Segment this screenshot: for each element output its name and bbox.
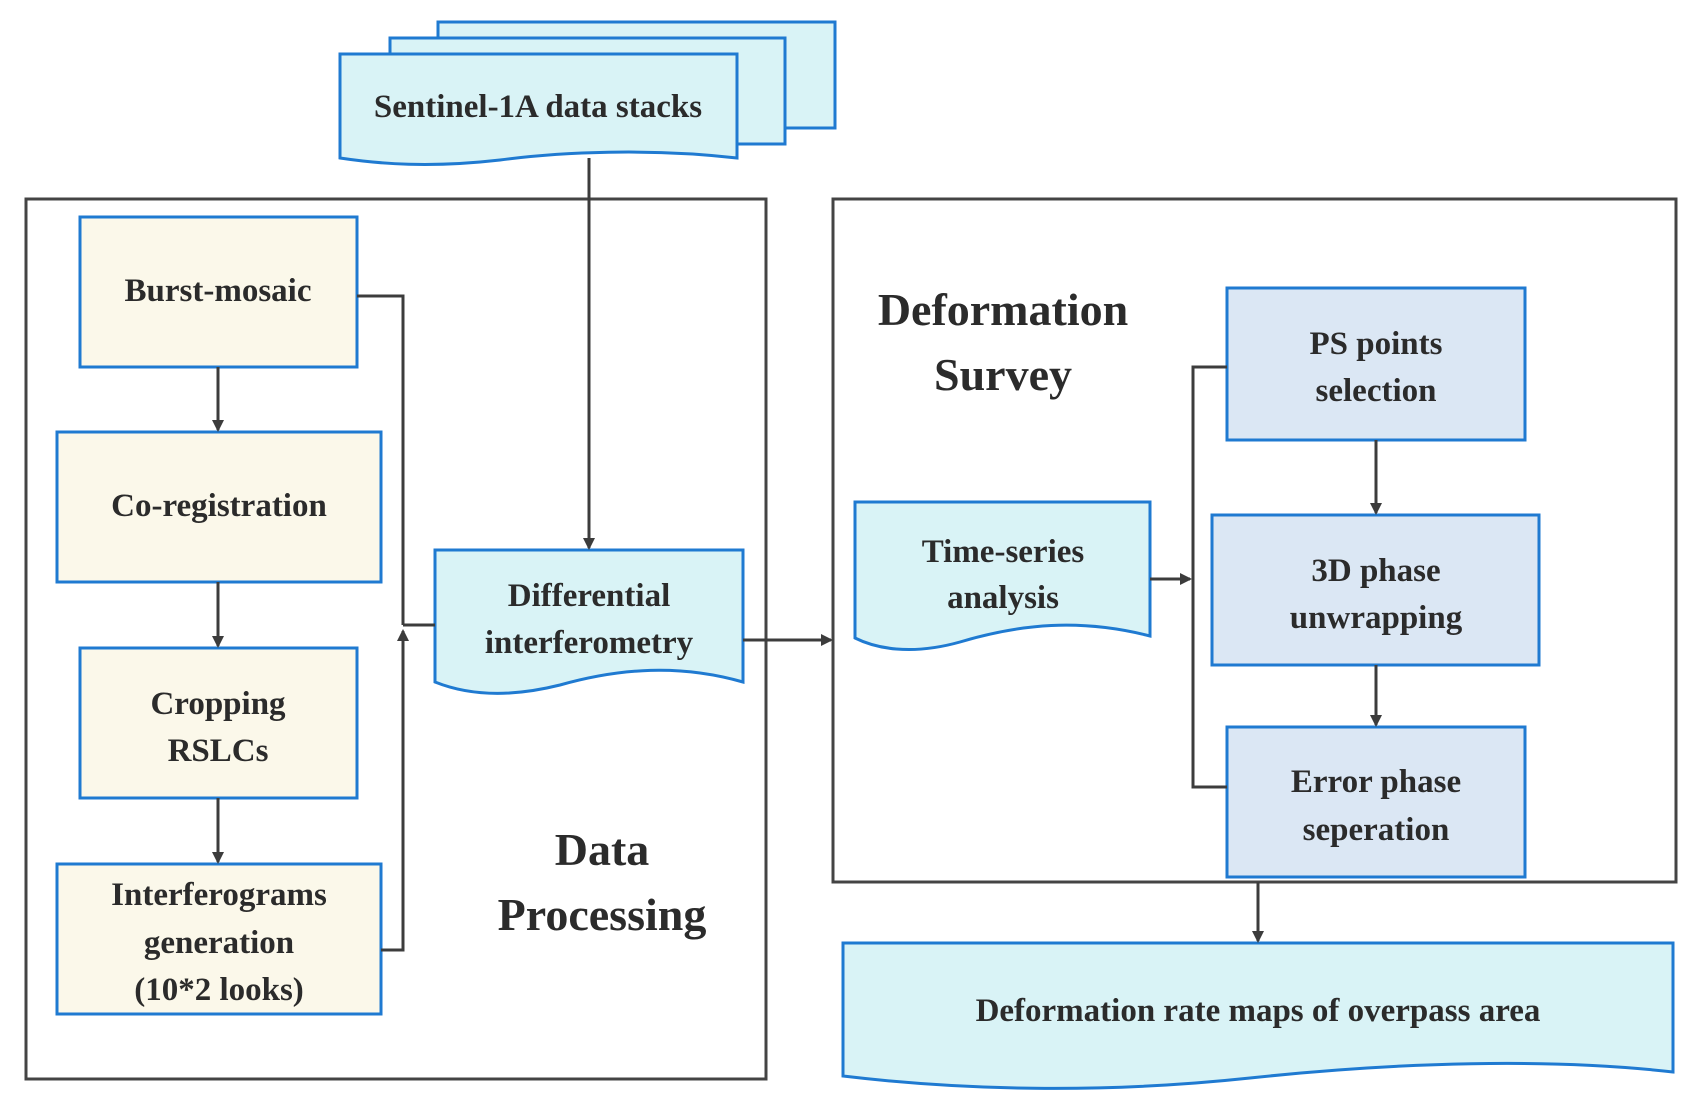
time-series-analysis-line1: Time-series bbox=[922, 534, 1085, 570]
differential-interferometry-line2: interferometry bbox=[485, 625, 694, 661]
deformation-rate-maps-doc: Deformation rate maps of overpass area bbox=[841, 941, 1675, 1090]
step-ps-points-line2: selection bbox=[1316, 373, 1437, 409]
step-error-phase-line1: Error phase bbox=[1291, 764, 1461, 800]
step-cropping-rslcs-line1: Cropping bbox=[150, 686, 286, 722]
data-processing-title-line1: Data bbox=[555, 824, 650, 875]
deformation-survey-title-line1: Deformation bbox=[878, 284, 1128, 335]
step-co-registration-label: Co-registration bbox=[111, 488, 327, 524]
time-series-analysis-line2: analysis bbox=[947, 580, 1059, 616]
step-interferograms-line1: Interferograms bbox=[111, 877, 327, 913]
step-error-phase-seperation: Error phase seperation bbox=[1225, 725, 1527, 879]
deformation-rate-maps-label: Deformation rate maps of overpass area bbox=[976, 993, 1541, 1029]
deformation-survey-frame bbox=[831, 197, 1678, 884]
step-3d-phase-unwrapping: 3D phase unwrapping bbox=[1210, 513, 1541, 667]
data-processing-title-line2: Processing bbox=[498, 889, 707, 940]
sentinel-data-stack-label: Sentinel-1A data stacks bbox=[374, 89, 702, 125]
time-series-analysis-doc: Time-series analysis bbox=[853, 500, 1152, 652]
step-ps-points-line1: PS points bbox=[1310, 326, 1443, 362]
arrow-interferograms-to-bus bbox=[381, 629, 409, 952]
differential-interferometry-line1: Differential bbox=[508, 578, 671, 614]
sentinel-data-stack: Sentinel-1A data stacks bbox=[338, 20, 837, 166]
step-co-registration: Co-registration bbox=[55, 430, 383, 584]
step-ps-points-selection: PS points selection bbox=[1225, 286, 1527, 442]
bracket-survey-steps bbox=[1191, 365, 1227, 789]
step-interferograms-generation: Interferograms generation (10*2 looks) bbox=[55, 862, 383, 1016]
step-interferograms-line3: (10*2 looks) bbox=[134, 972, 304, 1008]
step-cropping-rslcs-line2: RSLCs bbox=[168, 733, 269, 769]
differential-interferometry-doc: Differential interferometry bbox=[433, 548, 745, 695]
step-cropping-rslcs: Cropping RSLCs bbox=[78, 646, 359, 800]
step-burst-mosaic-label: Burst-mosaic bbox=[125, 273, 312, 309]
connectors bbox=[212, 158, 1382, 952]
line-burst-to-bus bbox=[357, 294, 405, 625]
step-3d-phase-line2: unwrapping bbox=[1290, 600, 1463, 636]
step-burst-mosaic: Burst-mosaic bbox=[78, 215, 359, 369]
step-error-phase-line2: seperation bbox=[1303, 812, 1450, 848]
step-3d-phase-line1: 3D phase bbox=[1311, 553, 1440, 589]
step-interferograms-line2: generation bbox=[144, 925, 294, 961]
deformation-survey-title-line2: Survey bbox=[934, 349, 1072, 400]
